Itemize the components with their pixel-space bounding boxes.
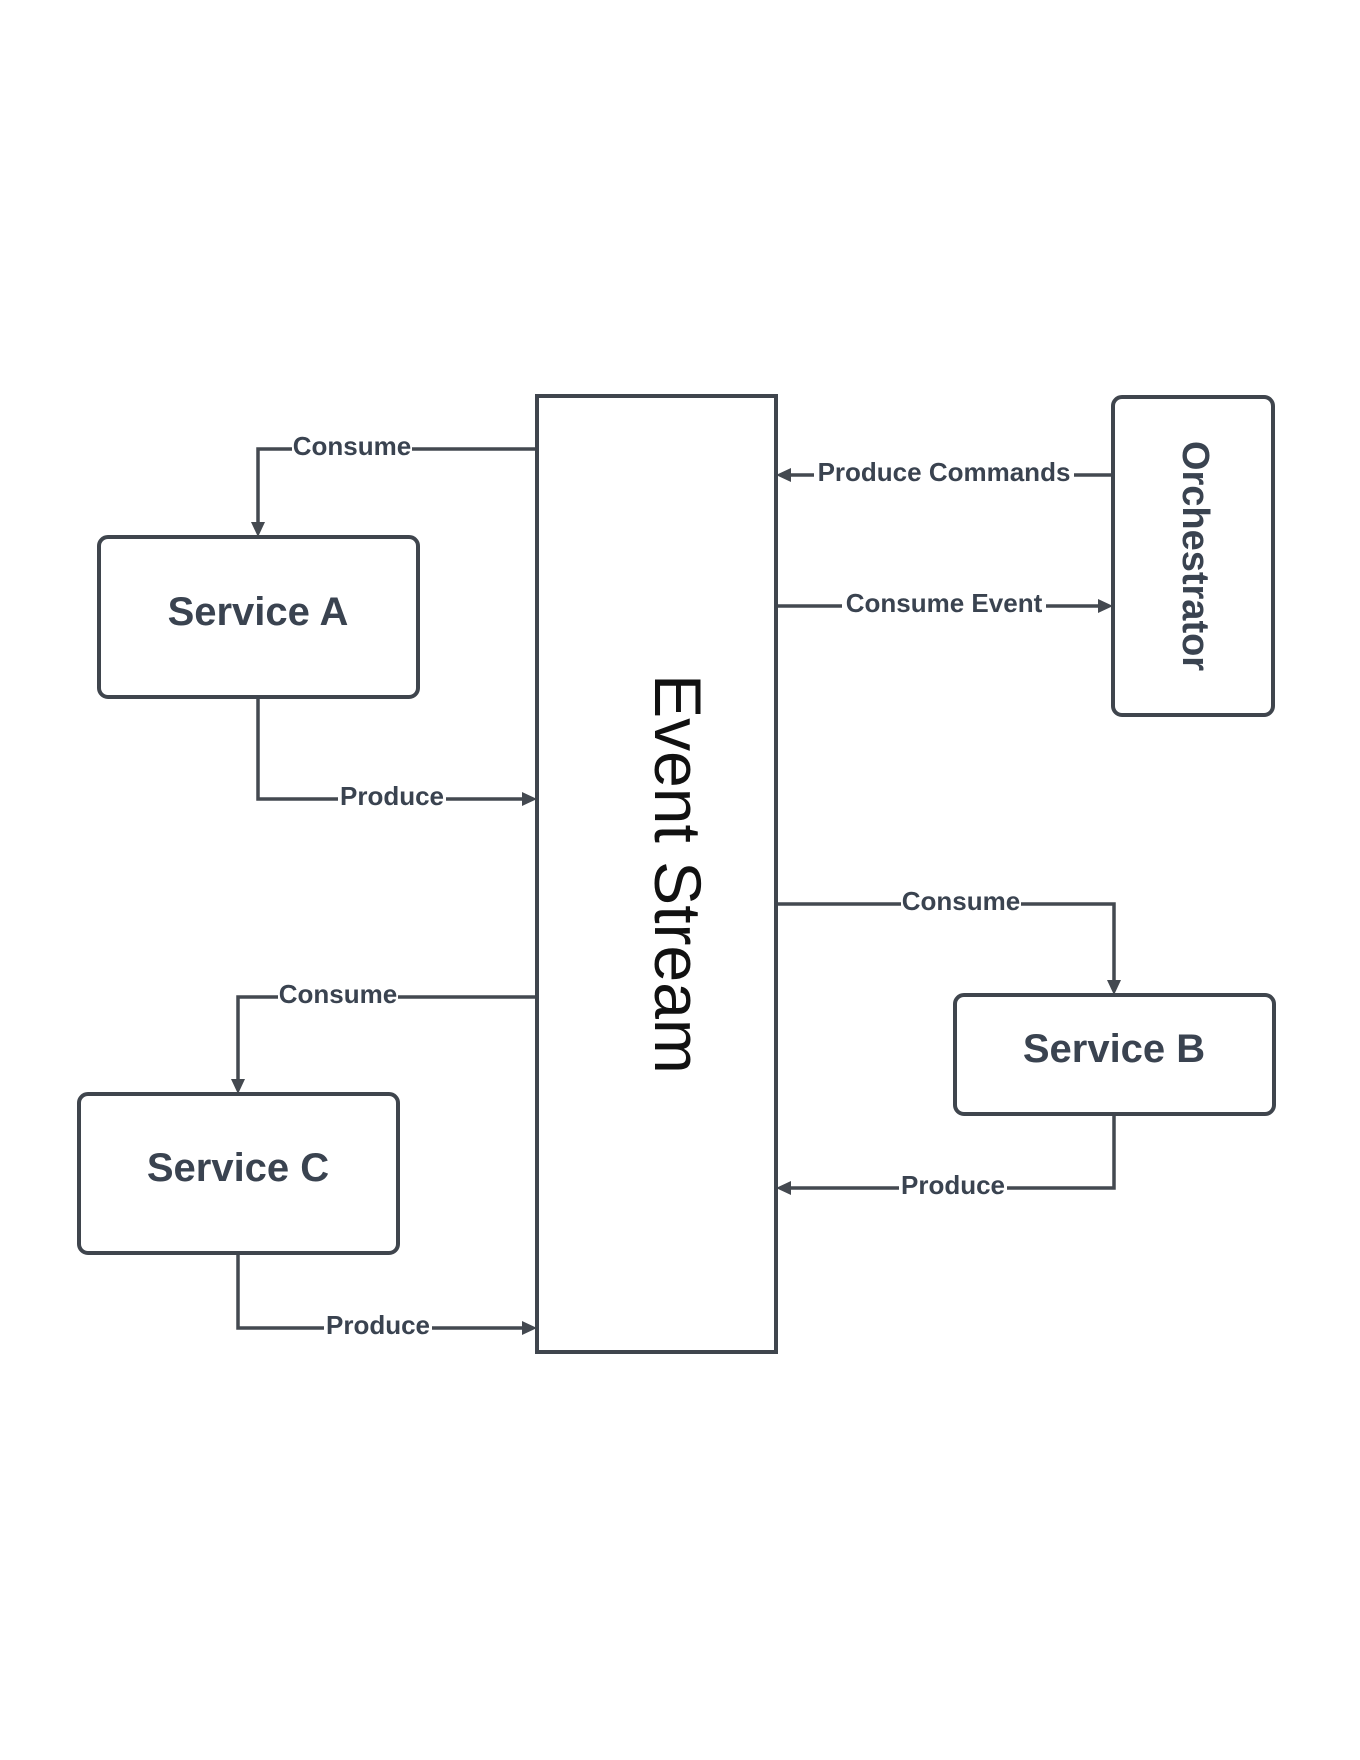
edge-label-produce-c: Produce [326,1310,430,1340]
edge-stream-to-service-a [256,447,537,522]
service-c-node: Service C [77,1092,400,1255]
service-b-node: Service B [953,993,1276,1116]
edge-label-consume-event: Consume Event [846,588,1043,618]
edge-label-consume-c: Consume [279,979,397,1009]
orchestrator-node: Orchestrator [1111,395,1275,717]
arrowhead [522,1321,537,1335]
arrowhead [251,522,265,537]
arrowhead [1107,980,1121,995]
event-stream-label: Event Stream [641,674,715,1074]
edge-label-produce-b: Produce [901,1170,1005,1200]
edge-label-consume-a: Consume [293,431,411,461]
service-c-label: Service C [147,1146,329,1190]
edge-label-produce-a: Produce [340,781,444,811]
edge-stream-to-service-b [776,902,1116,980]
orchestrator-label: Orchestrator [1174,441,1216,671]
edge-label-consume-b: Consume [902,886,1020,916]
event-stream-node: Event Stream [535,394,778,1354]
service-a-label: Service A [168,590,349,634]
service-b-label: Service B [1023,1027,1205,1071]
connectors [231,447,1121,1335]
edge-labels: Consume Produce Consume Produce Produce … [278,431,1074,1341]
arrowhead [776,1181,791,1195]
arrowhead [776,468,791,482]
edge-label-produce-commands: Produce Commands [818,457,1071,487]
service-a-node: Service A [97,535,420,699]
edge-service-b-to-stream [791,1114,1116,1190]
arrowhead [1098,599,1113,613]
edge-stream-to-service-c [236,995,537,1079]
arrowhead [522,792,537,806]
arrowhead [231,1079,245,1094]
